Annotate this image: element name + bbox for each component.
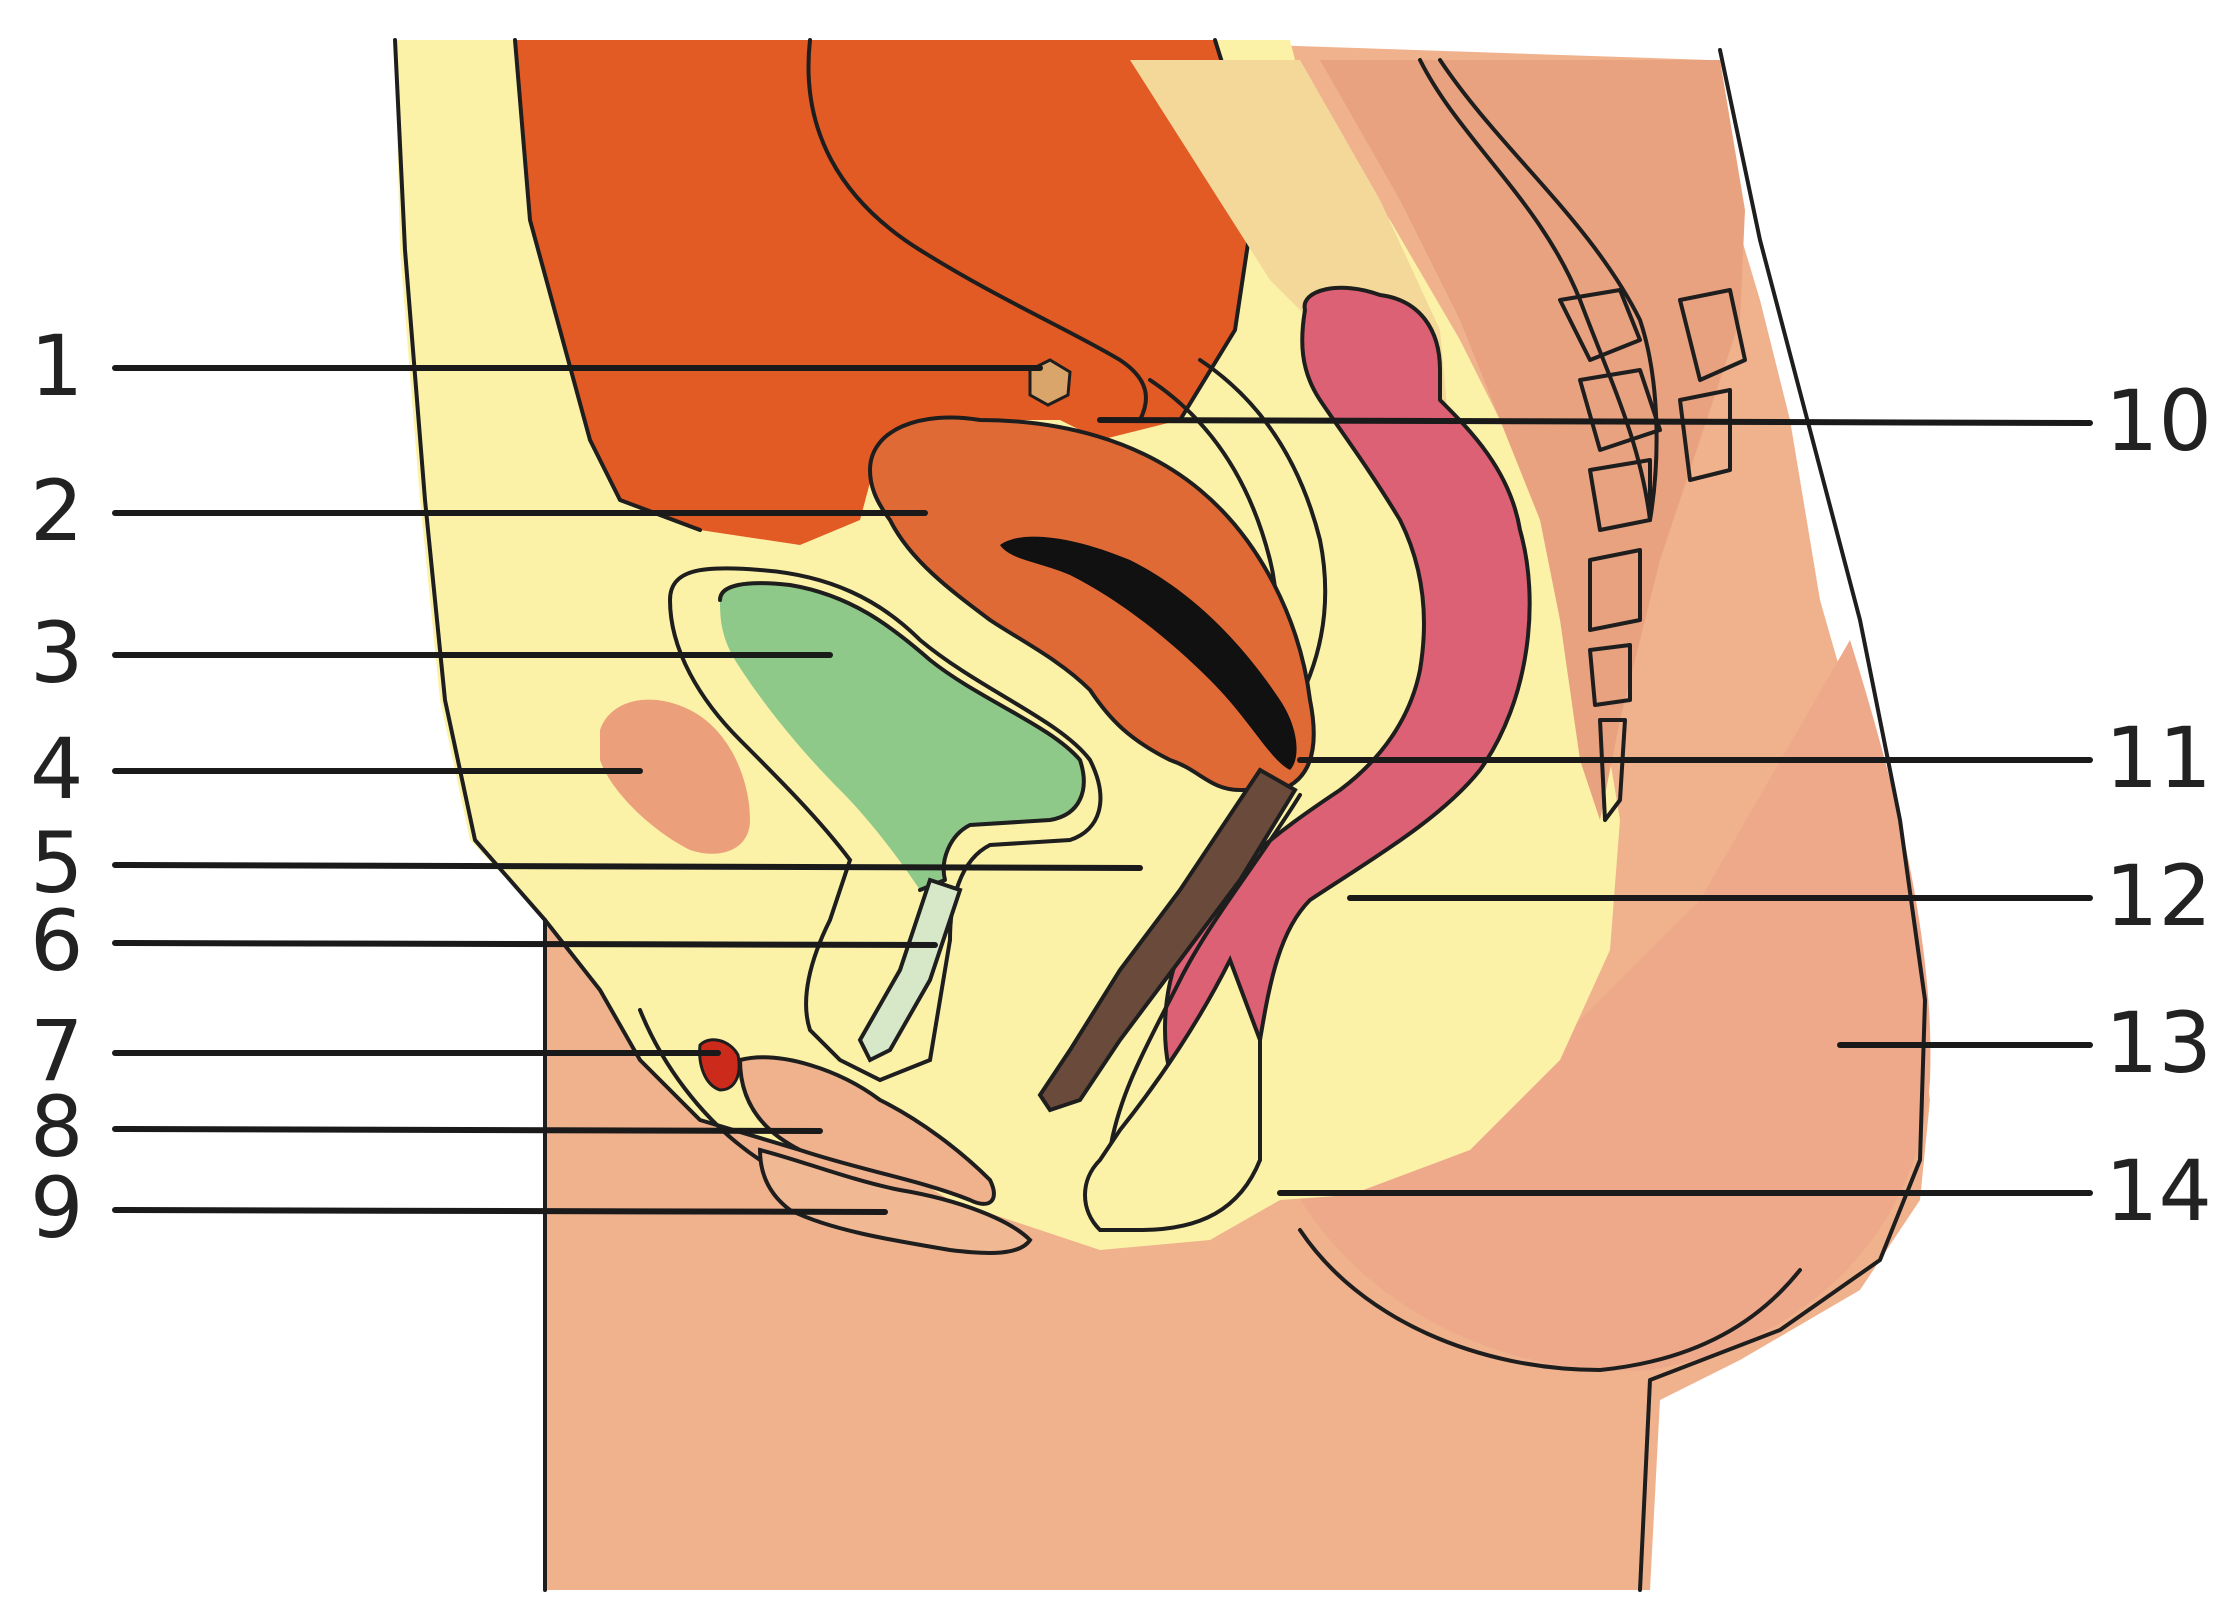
label-10: 10 bbox=[2105, 372, 2212, 470]
label-3: 3 bbox=[30, 604, 83, 702]
leader-10 bbox=[1100, 420, 2090, 423]
leader-6 bbox=[115, 943, 935, 945]
labels-right: 10 11 12 13 14 bbox=[2105, 372, 2212, 1240]
label-9: 9 bbox=[30, 1159, 83, 1257]
leader-9 bbox=[115, 1210, 885, 1212]
labels-left: 1 2 3 4 5 6 7 8 9 bbox=[30, 317, 83, 1257]
leader-8 bbox=[115, 1129, 820, 1131]
label-11: 11 bbox=[2105, 709, 2212, 807]
label-4: 4 bbox=[30, 720, 83, 818]
label-14: 14 bbox=[2105, 1142, 2212, 1240]
label-12: 12 bbox=[2105, 847, 2212, 945]
leader-5 bbox=[115, 865, 1140, 868]
label-2: 2 bbox=[30, 462, 83, 560]
label-6: 6 bbox=[30, 892, 83, 990]
label-13: 13 bbox=[2105, 994, 2212, 1092]
label-1: 1 bbox=[30, 317, 83, 415]
